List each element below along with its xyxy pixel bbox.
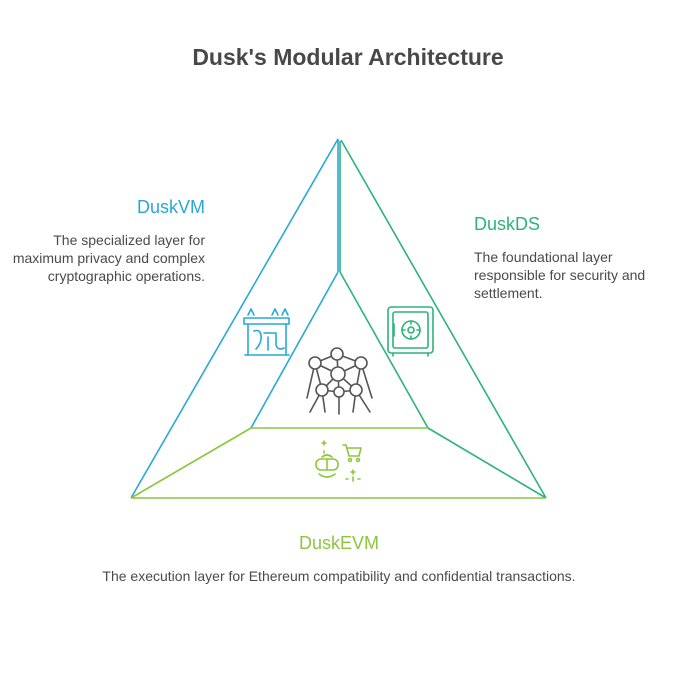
duskds-face <box>339 139 547 499</box>
duskevm-description: The execution layer for Ethereum compati… <box>102 568 576 584</box>
duskvm-heading: DuskVM <box>136 197 205 217</box>
atomium-network-icon <box>306 347 373 415</box>
duskvm-face <box>130 138 339 499</box>
safe-icon <box>387 306 434 357</box>
page-title: Dusk's Modular Architecture <box>192 44 504 70</box>
duskevm-heading: DuskEVM <box>298 533 379 553</box>
duskds-description: The foundational layer responsible for s… <box>474 249 646 301</box>
privacy-shield-icon <box>243 308 290 356</box>
vr-shopping-icon <box>315 440 362 482</box>
duskds-heading: DuskDS <box>474 214 541 234</box>
duskvm-description: The specialized layer for maximum privac… <box>12 232 205 284</box>
duskevm-face <box>130 427 546 499</box>
